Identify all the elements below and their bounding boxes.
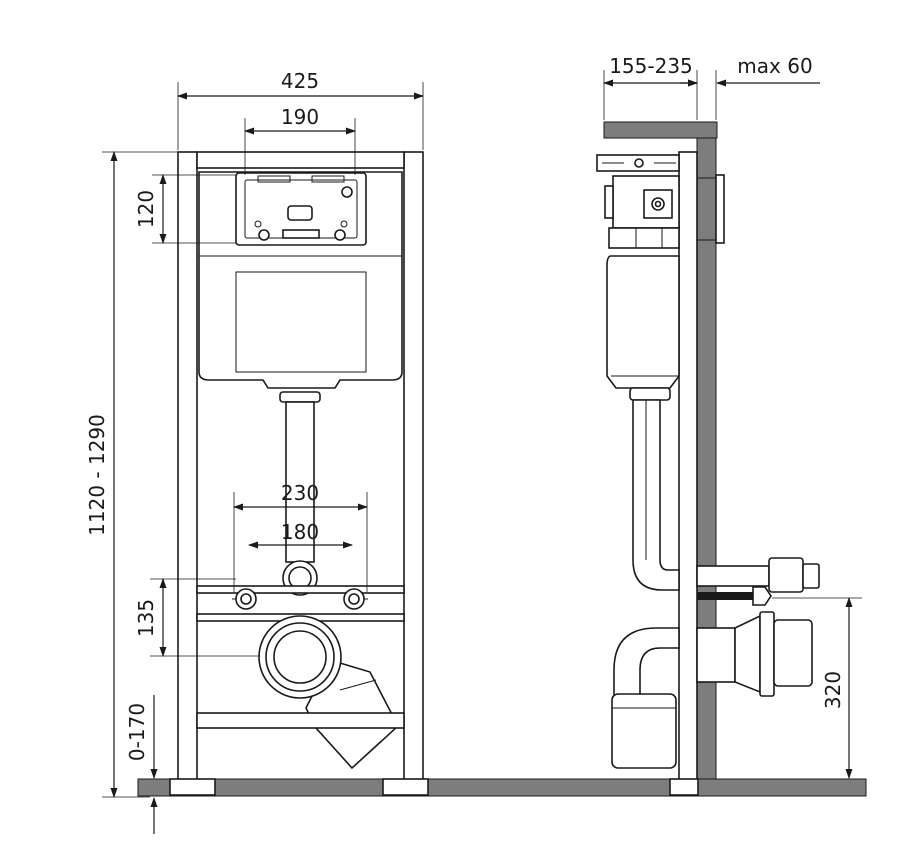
flush-button-small (341, 186, 353, 198)
side-flush-connector (696, 565, 770, 587)
side-drain-connector (696, 627, 736, 683)
dim-total-height: 1120 - 1290 (85, 414, 109, 536)
frame-top-rail (196, 151, 405, 169)
dim-flush-plate-width: 190 (281, 105, 319, 129)
side-view (596, 121, 820, 796)
frame-left-upright (177, 151, 198, 781)
flush-pipe-neck (279, 391, 321, 403)
dim-leg-adjust: 0-170 (125, 703, 149, 761)
dim-frame-width: 425 (281, 69, 319, 93)
side-dimensions: 155-235 max 60 320 (603, 54, 862, 779)
frame-left-foot (169, 778, 216, 796)
side-frame-foot (669, 778, 699, 796)
frame-lower-rail (196, 712, 405, 729)
flush-valve (287, 205, 313, 221)
floor (137, 778, 867, 797)
side-drain-pipe (611, 693, 677, 769)
cistern-panel (235, 271, 367, 373)
side-flush-pipe (632, 399, 680, 591)
bolt-rail-upper (196, 585, 405, 594)
drain-outlet-inner (273, 630, 327, 684)
side-frame-upright (678, 151, 698, 781)
front-dimensions: 425 190 120 1120 - 1290 230 180 135 0-17 (85, 69, 424, 834)
side-wall-plate (715, 174, 725, 244)
wall-top-slab (603, 121, 718, 139)
dim-bolt-spacing-inner: 180 (281, 520, 319, 544)
dim-max-cladding: max 60 (737, 54, 812, 78)
dim-bolt-spacing-outer: 230 (281, 481, 319, 505)
flush-pipe (285, 401, 315, 563)
front-view (169, 151, 429, 796)
side-cistern (606, 255, 680, 389)
dim-drain-height: 320 (821, 671, 845, 709)
dim-flush-plate-height: 120 (134, 190, 158, 228)
frame-right-foot (382, 778, 429, 796)
dim-wall-depth: 155-235 (609, 54, 693, 78)
wall (696, 137, 717, 780)
side-mounting-bolt (697, 592, 753, 600)
dim-bolt-height: 135 (134, 599, 158, 637)
frame-right-upright (403, 151, 424, 781)
